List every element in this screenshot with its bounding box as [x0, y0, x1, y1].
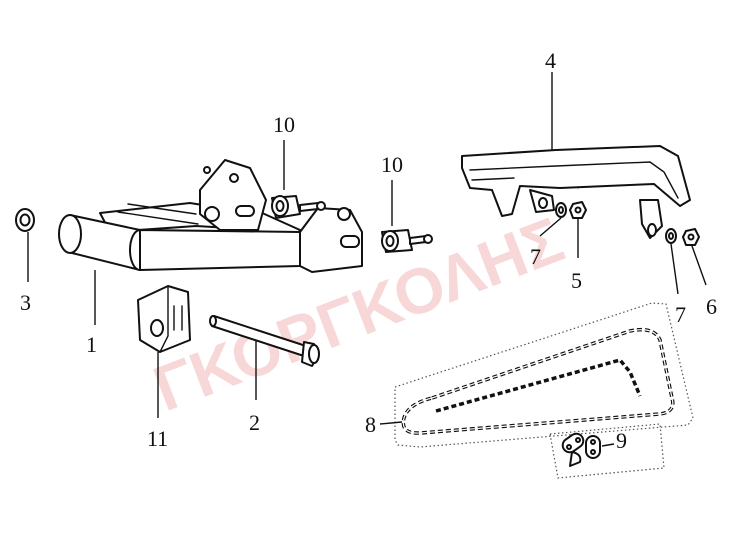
callout-10a: 10 — [273, 112, 295, 137]
chain-guard-icon — [461, 72, 691, 239]
callout-6: 6 — [706, 294, 717, 319]
callout-2: 2 — [249, 410, 260, 435]
callout-5: 5 — [571, 268, 582, 293]
nut-icon — [682, 228, 707, 286]
callout-11: 11 — [147, 426, 168, 451]
nut-icon — [569, 201, 587, 258]
callout-4: 4 — [545, 48, 556, 73]
callout-9: 9 — [616, 428, 627, 453]
drive-chain-icon — [379, 302, 694, 448]
washer-icon — [539, 202, 567, 237]
swingarm-icon — [58, 159, 363, 325]
washer-icon — [665, 228, 679, 295]
callout-8: 8 — [365, 412, 376, 437]
callout-7a: 7 — [530, 244, 541, 269]
callout-10b: 10 — [381, 152, 403, 177]
chain-adjuster-icon — [271, 140, 326, 219]
callout-7b: 7 — [675, 302, 686, 327]
callout-3: 3 — [20, 290, 31, 315]
master-link-icon — [549, 423, 665, 479]
pivot-bolt-icon — [209, 315, 320, 400]
callout-1: 1 — [86, 332, 97, 357]
callout-labels: 1 2 3 4 5 6 7 7 8 9 10 10 11 — [20, 48, 717, 453]
nut-icon — [15, 208, 35, 282]
chain-slider-icon — [137, 285, 191, 418]
chain-adjuster-icon — [381, 180, 433, 253]
